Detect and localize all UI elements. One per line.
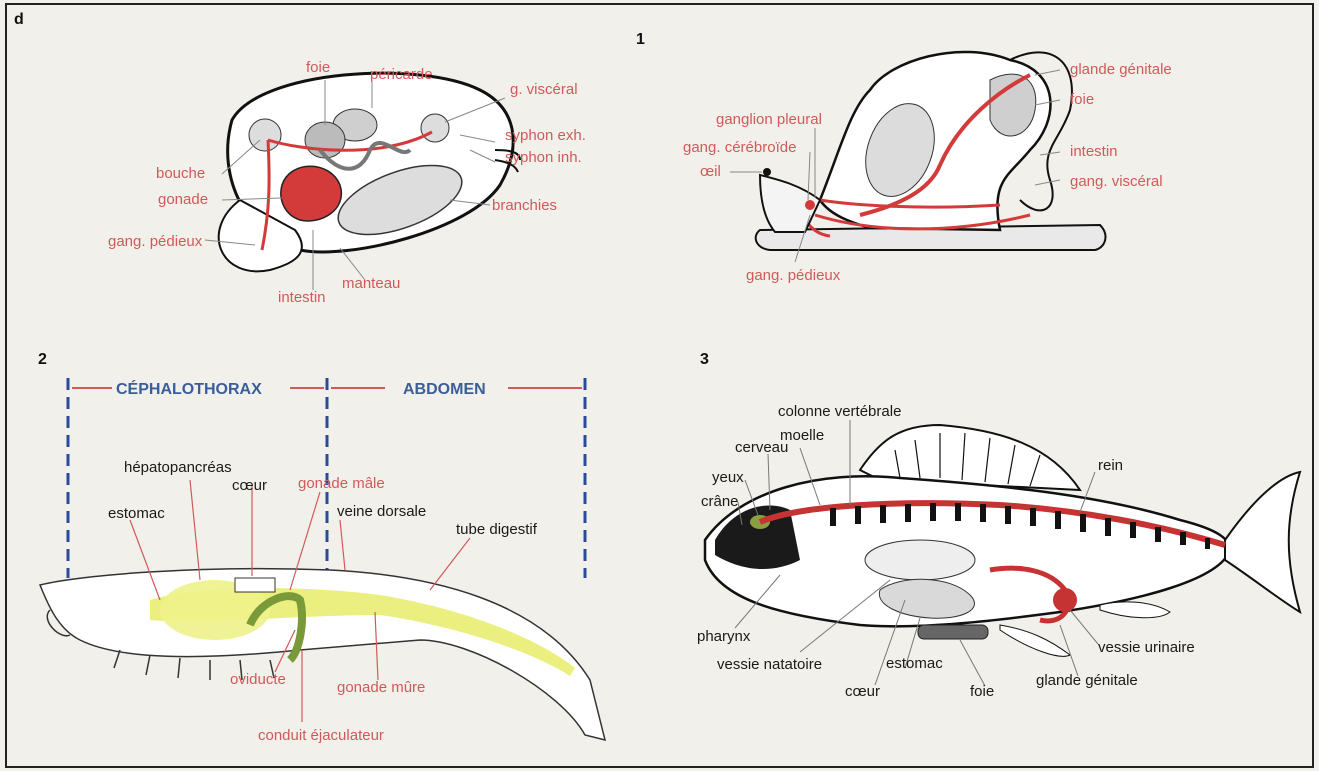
label-estomac-crustacean: estomac [108, 505, 165, 522]
label-gonade: gonade [158, 191, 208, 208]
panel-label-1: 1 [636, 31, 645, 48]
label-syphon-exh: syphon exh. [505, 127, 586, 144]
bivalve-gonad [281, 166, 342, 221]
label-tube-digestif: tube digestif [456, 521, 538, 538]
label-intestin-gastropod: intestin [1070, 143, 1118, 160]
gastropod-cerebral-ganglion [805, 200, 815, 210]
label-yeux: yeux [712, 469, 744, 486]
label-intestin: intestin [278, 289, 326, 306]
label-rein: rein [1098, 457, 1123, 474]
panel-label-3: 3 [700, 351, 709, 368]
fish-liver [918, 625, 988, 639]
label-gang-visceral: gang. viscéral [1070, 173, 1163, 190]
label-cephalothorax: CÉPHALOTHORAX [116, 379, 262, 398]
label-bouche: bouche [156, 165, 205, 182]
label-glande-genitale-fish: glande génitale [1036, 672, 1138, 689]
label-glande-genitale: glande génitale [1070, 61, 1172, 78]
label-conduit-ejaculateur: conduit éjaculateur [258, 727, 384, 744]
label-colonne-vertebrale: colonne vertébrale [778, 403, 901, 420]
label-foie-gastropod: foie [1070, 91, 1094, 108]
label-pericarde: péricarde [370, 66, 433, 83]
fish-swim-bladder [865, 540, 975, 580]
label-vessie-natatoire: vessie natatoire [717, 656, 822, 673]
label-veine-dorsale: veine dorsale [337, 503, 426, 520]
fish-urinary-bladder [1053, 588, 1077, 612]
label-coeur-crustacean: cœur [232, 477, 267, 494]
label-gang-pedieux-gastropod: gang. pédieux [746, 267, 841, 284]
label-foie: foie [306, 59, 330, 76]
bivalve-ganglion-posterior [421, 114, 449, 142]
label-abdomen: ABDOMEN [403, 381, 486, 398]
label-pharynx: pharynx [697, 628, 751, 645]
label-oeil: œil [700, 163, 721, 180]
label-g-visceral: g. viscéral [510, 81, 578, 98]
panel-label-d: d [14, 11, 24, 28]
panel-label-2: 2 [38, 351, 47, 368]
crustacean-heart [235, 578, 275, 592]
label-gang-cerebroide: gang. cérébroïde [683, 139, 796, 156]
label-gang-pedieux: gang. pédieux [108, 233, 203, 250]
label-oviducte: oviducte [230, 671, 286, 688]
label-crane: crâne [701, 493, 739, 510]
label-ganglion-pleural: ganglion pleural [716, 111, 822, 128]
label-gonade-male: gonade mâle [298, 475, 385, 492]
label-vessie-urinaire: vessie urinaire [1098, 639, 1195, 656]
label-gonade-mure: gonade mûre [337, 679, 425, 696]
gastropod-eye [763, 168, 771, 176]
label-cerveau: cerveau [735, 439, 788, 456]
label-manteau: manteau [342, 275, 400, 292]
label-syphon-inh: syphon inh. [505, 149, 582, 166]
bivalve-liver [305, 122, 345, 158]
label-branchies: branchies [492, 197, 557, 214]
label-coeur-fish: cœur [845, 683, 880, 700]
label-hepatopancreas: hépatopancréas [124, 459, 232, 476]
label-foie-fish: foie [970, 683, 994, 700]
label-estomac-fish: estomac [886, 655, 943, 672]
